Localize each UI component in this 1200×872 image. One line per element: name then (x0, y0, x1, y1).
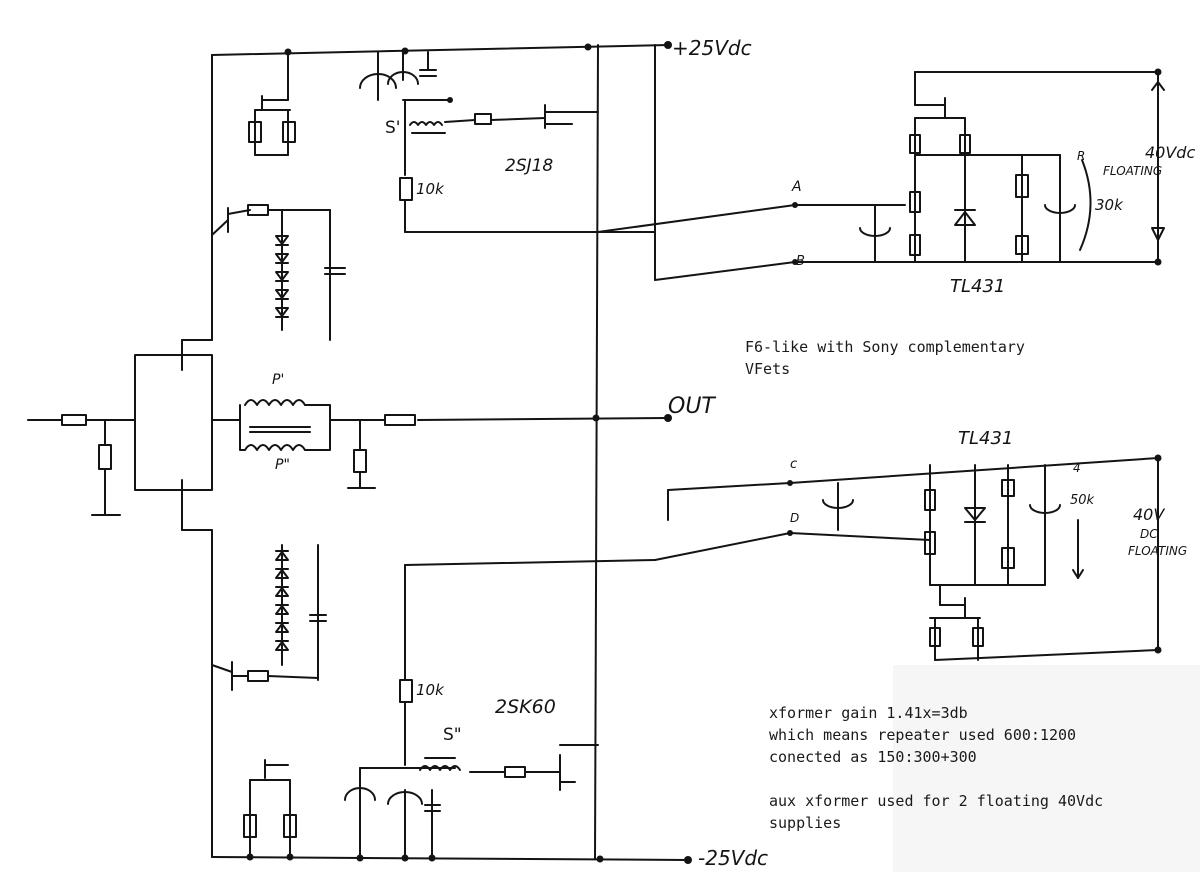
top-supply-floating: FLOATING (1103, 164, 1163, 178)
top-supply-r: R (1077, 149, 1086, 163)
note-panel (893, 665, 1200, 872)
top-jfet-stage (359, 51, 656, 233)
primary-bottom-label: P" (275, 457, 290, 473)
res-top-label: 10k (416, 180, 444, 198)
input-section (27, 339, 241, 531)
node-c-label: c (790, 457, 798, 472)
bottom-floating-supply (654, 454, 1162, 661)
bottom-supply-volts: 40V (1133, 505, 1165, 524)
jfet-bottom-label: 2SK60 (495, 696, 556, 718)
bottom-supply-floating: FLOATING (1128, 544, 1188, 558)
positive-rail (211, 41, 672, 56)
top-supply-res: 30k (1095, 196, 1123, 214)
bottom-jfet-stage (344, 559, 656, 858)
bottom-supply-dc: DC (1140, 527, 1158, 541)
top-left-branch (181, 51, 346, 341)
node-b-label: B (796, 254, 805, 269)
title-note: F6-like with Sony complementary VFets (745, 338, 1025, 378)
tl431-bottom-label: TL431 (958, 428, 1014, 449)
negative-rail-label: -25Vdc (698, 846, 769, 870)
xformer-note: xformer gain 1.41x=3db which means repea… (769, 704, 1104, 832)
node-a-label: A (792, 179, 802, 195)
positive-rail-label: +25Vdc (672, 36, 752, 60)
top-supply-volts: 40Vdc (1145, 143, 1196, 162)
output-label: OUT (668, 394, 715, 419)
primary-top-label: P' (272, 372, 285, 388)
bottom-left-branch (181, 529, 327, 858)
node-d-label: D (790, 511, 800, 525)
tl431-top-label: TL431 (950, 276, 1006, 297)
bottom-supply-res: 50k (1070, 493, 1095, 508)
output-line (417, 44, 672, 860)
top-floating-supply (597, 44, 1165, 281)
coil-top-label: S' (385, 118, 401, 138)
jfet-top-label: 2SJ18 (505, 156, 554, 176)
negative-rail (211, 853, 692, 864)
bottom-supply-r: 4 (1073, 461, 1081, 475)
coil-bottom-label: S" (443, 725, 462, 745)
res-bottom-label: 10k (416, 681, 444, 699)
main-transformer (239, 399, 416, 489)
